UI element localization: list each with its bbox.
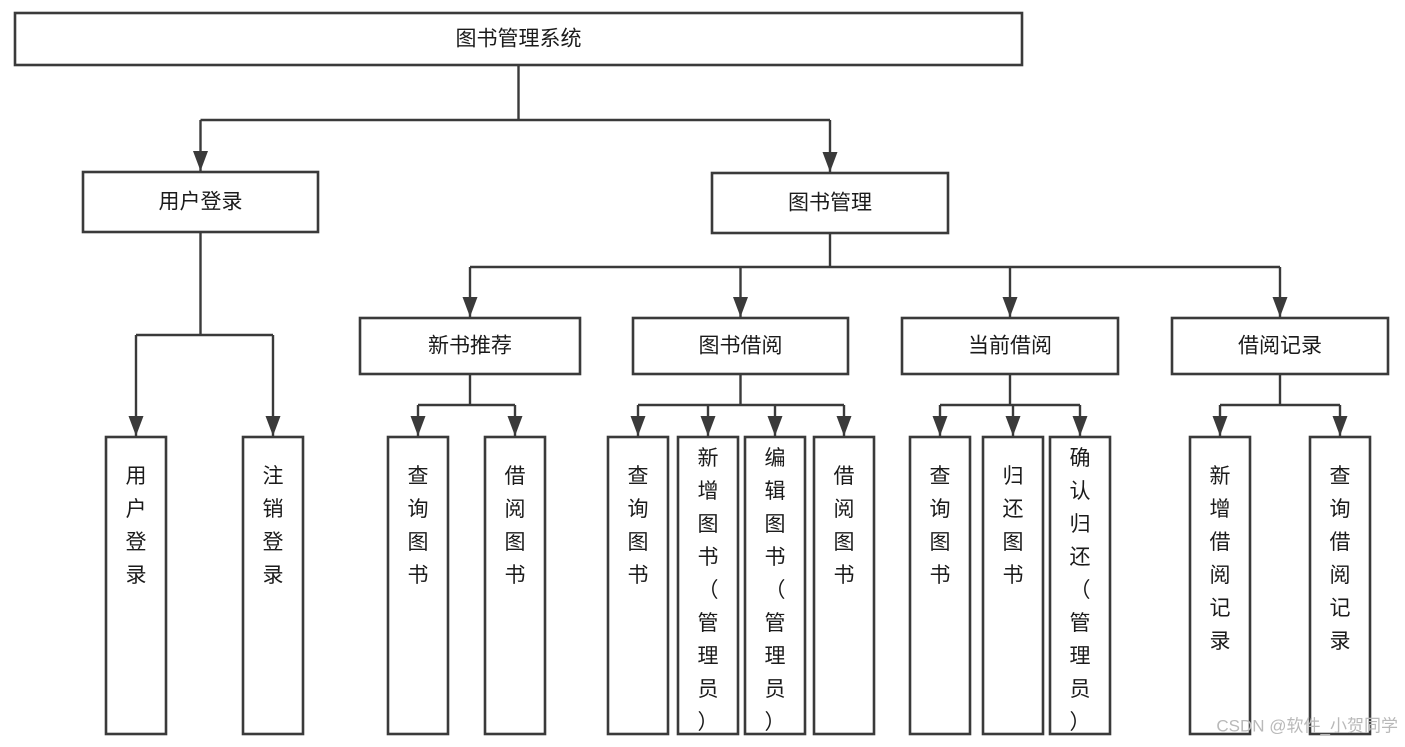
node-box-borrow-record [1170, 316, 1390, 376]
node-box-user-logout [241, 435, 305, 736]
connector-layer [128, 65, 1348, 436]
node-record-add[interactable]: 新增借阅记录 [1188, 435, 1252, 736]
arrow-head-icon [932, 416, 948, 436]
node-box-current-confirm-return [1048, 435, 1112, 736]
node-box-recommend-borrow-book [483, 435, 547, 736]
node-box-borrow-borrow-book [812, 435, 876, 736]
node-new-book-recommend[interactable]: 新书推荐 [358, 316, 582, 376]
node-box-record-query [1308, 435, 1372, 736]
node-label-borrow-borrow-book: 借阅图书 [834, 465, 855, 587]
node-label-book-borrow: 图书借阅 [699, 335, 783, 358]
node-user-login-do[interactable]: 用户登录 [104, 435, 168, 736]
node-label-current-borrow: 当前借阅 [968, 335, 1052, 358]
node-box-user-login-do [104, 435, 168, 736]
node-recommend-query-book[interactable]: 查询图书 [386, 435, 450, 736]
node-label-borrow-record: 借阅记录 [1238, 335, 1322, 358]
node-box-root [13, 11, 1024, 67]
node-user-login[interactable]: 用户登录 [81, 170, 320, 234]
node-book-borrow[interactable]: 图书借阅 [631, 316, 850, 376]
node-label-book-manage: 图书管理 [788, 192, 872, 215]
node-borrow-add-book[interactable]: 新增图书（管理员） [676, 435, 740, 736]
arrow-head-icon [1332, 416, 1348, 436]
node-borrow-query-book[interactable]: 查询图书 [606, 435, 670, 736]
node-label-current-query-book: 查询图书 [930, 465, 951, 587]
arrow-head-icon [700, 416, 716, 436]
node-label-recommend-borrow-book: 借阅图书 [505, 465, 526, 587]
node-box-book-borrow [631, 316, 850, 376]
arrow-head-icon [507, 416, 523, 436]
node-label-borrow-query-book: 查询图书 [628, 465, 649, 587]
arrow-head-icon [265, 416, 281, 436]
arrow-head-icon [822, 152, 838, 172]
node-box-record-add [1188, 435, 1252, 736]
arrow-head-icon [462, 297, 478, 317]
arrow-head-icon [1005, 416, 1021, 436]
node-label-root: 图书管理系统 [456, 28, 582, 51]
node-box-current-return-book [981, 435, 1045, 736]
node-borrow-record[interactable]: 借阅记录 [1170, 316, 1390, 376]
node-box-new-book-recommend [358, 316, 582, 376]
arrow-head-icon [1212, 416, 1228, 436]
node-record-query[interactable]: 查询借阅记录 [1308, 435, 1372, 736]
node-label-recommend-query-book: 查询图书 [408, 465, 429, 587]
node-recommend-borrow-book[interactable]: 借阅图书 [483, 435, 547, 736]
node-box-borrow-edit-book [743, 435, 807, 736]
node-current-query-book[interactable]: 查询图书 [908, 435, 972, 736]
node-user-logout[interactable]: 注销登录 [241, 435, 305, 736]
node-borrow-borrow-book[interactable]: 借阅图书 [812, 435, 876, 736]
node-book-manage[interactable]: 图书管理 [710, 171, 950, 235]
node-label-user-logout: 注销登录 [263, 465, 284, 587]
node-box-recommend-query-book [386, 435, 450, 736]
arrow-head-icon [128, 416, 144, 436]
node-box-current-borrow [900, 316, 1120, 376]
node-box-borrow-query-book [606, 435, 670, 736]
node-box-user-login [81, 170, 320, 234]
node-label-borrow-add-book: 新增图书（管理员） [698, 447, 719, 734]
node-label-current-confirm-return: 确认归还（管理员） [1070, 447, 1091, 734]
arrow-head-icon [630, 416, 646, 436]
node-label-record-query: 查询借阅记录 [1330, 465, 1351, 653]
node-current-confirm-return[interactable]: 确认归还（管理员） [1048, 435, 1112, 736]
node-label-new-book-recommend: 新书推荐 [428, 335, 512, 358]
node-root[interactable]: 图书管理系统 [13, 11, 1024, 67]
arrow-head-icon [1272, 297, 1288, 317]
node-label-user-login-do: 用户登录 [126, 465, 147, 587]
node-label-user-login: 用户登录 [159, 191, 243, 214]
csdn-watermark: CSDN @软件_小贺同学 [1216, 716, 1398, 735]
arrow-head-icon [1002, 297, 1018, 317]
node-label-borrow-edit-book: 编辑图书（管理员） [765, 447, 786, 734]
arrow-head-icon [1072, 416, 1088, 436]
node-label-current-return-book: 归还图书 [1003, 465, 1024, 587]
node-label-record-add: 新增借阅记录 [1210, 465, 1231, 653]
arrow-head-icon [410, 416, 426, 436]
arrow-head-icon [767, 416, 783, 436]
node-current-return-book[interactable]: 归还图书 [981, 435, 1045, 736]
node-borrow-edit-book[interactable]: 编辑图书（管理员） [743, 435, 807, 736]
node-box-borrow-add-book [676, 435, 740, 736]
arrow-head-icon [836, 416, 852, 436]
node-box-current-query-book [908, 435, 972, 736]
node-layer: 图书管理系统用户登录图书管理用户登录注销登录新书推荐查询图书借阅图书图书借阅查询… [13, 11, 1390, 736]
arrow-head-icon [193, 151, 208, 171]
arrow-head-icon [733, 297, 748, 317]
node-current-borrow[interactable]: 当前借阅 [900, 316, 1120, 376]
node-box-book-manage [710, 171, 950, 235]
